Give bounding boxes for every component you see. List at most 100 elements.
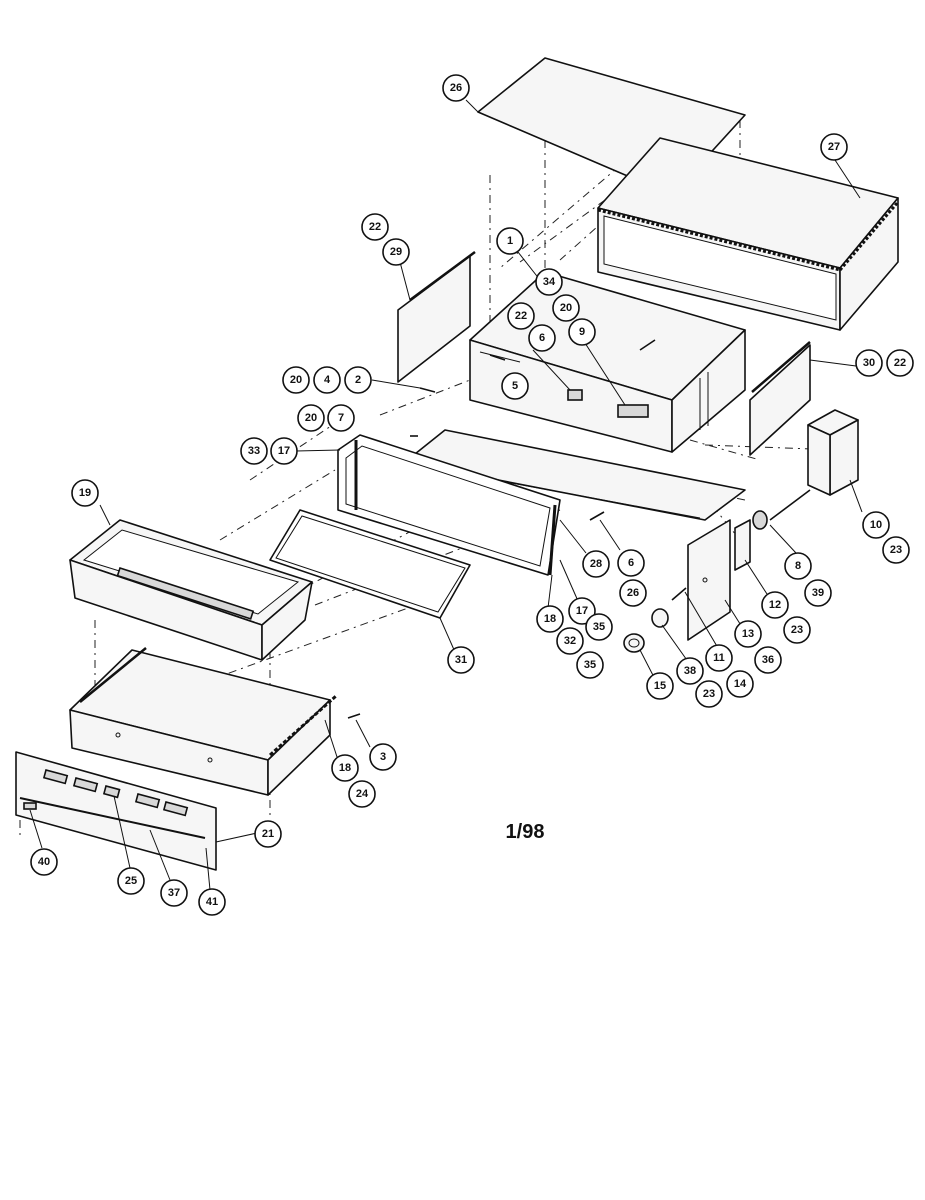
svg-text:26: 26 <box>450 82 462 94</box>
leader-lines <box>29 99 863 891</box>
callout-11: 11 <box>705 644 733 672</box>
callout-21: 21 <box>254 820 282 848</box>
callout-26: 26 <box>619 579 647 607</box>
callout-40: 40 <box>30 848 58 876</box>
callout-29: 29 <box>382 238 410 266</box>
callout-38: 38 <box>676 657 704 685</box>
callout-20: 20 <box>282 366 310 394</box>
svg-text:35: 35 <box>584 659 596 671</box>
svg-text:18: 18 <box>544 613 556 625</box>
callout-6: 6 <box>617 549 645 577</box>
callout-7: 7 <box>327 404 355 432</box>
callout-35: 35 <box>585 613 613 641</box>
inner-chassis-box <box>469 271 746 453</box>
callout-5: 5 <box>501 372 529 400</box>
callout-13: 13 <box>734 620 762 648</box>
callout-22: 22 <box>361 213 389 241</box>
callout-32: 32 <box>556 627 584 655</box>
callout-36: 36 <box>754 646 782 674</box>
callout-2: 2 <box>344 366 372 394</box>
svg-text:20: 20 <box>305 412 317 424</box>
svg-text:12: 12 <box>769 599 781 611</box>
callout-25: 25 <box>117 867 145 895</box>
svg-text:38: 38 <box>684 665 696 677</box>
svg-text:21: 21 <box>262 828 274 840</box>
front-bracket <box>687 519 751 641</box>
callout-20: 20 <box>297 404 325 432</box>
callout-20: 20 <box>552 294 580 322</box>
callout-27: 27 <box>820 133 848 161</box>
svg-text:6: 6 <box>628 557 634 569</box>
svg-text:15: 15 <box>654 680 666 692</box>
svg-text:23: 23 <box>703 688 715 700</box>
callout-6: 6 <box>528 324 556 352</box>
callout-22: 22 <box>507 302 535 330</box>
svg-text:14: 14 <box>734 678 747 690</box>
callout-17: 17 <box>270 437 298 465</box>
drawer-body <box>69 647 337 796</box>
svg-text:3: 3 <box>380 751 386 763</box>
svg-text:37: 37 <box>168 887 180 899</box>
drawer-pan <box>69 519 313 661</box>
callout-22: 22 <box>886 349 914 377</box>
drawer-front-panel <box>15 751 217 871</box>
callout-34: 34 <box>535 268 563 296</box>
callout-23: 23 <box>695 680 723 708</box>
svg-text:29: 29 <box>390 246 402 258</box>
callout-37: 37 <box>160 879 188 907</box>
callout-31: 31 <box>447 646 475 674</box>
callout-4: 4 <box>313 366 341 394</box>
callout-bubbles: 26 27 22 29 1 34 20 22 6 9 20 4 2 5 30 2… <box>30 74 914 916</box>
svg-text:34: 34 <box>543 276 556 288</box>
svg-text:7: 7 <box>338 412 344 424</box>
svg-text:4: 4 <box>324 374 331 386</box>
hardware-items <box>347 339 811 719</box>
svg-text:17: 17 <box>576 605 588 617</box>
callout-9: 9 <box>568 318 596 346</box>
callout-17: 17 <box>568 597 596 625</box>
rear-bracket <box>807 409 859 496</box>
svg-text:23: 23 <box>791 624 803 636</box>
callout-39: 39 <box>804 579 832 607</box>
svg-text:25: 25 <box>125 875 137 887</box>
svg-text:13: 13 <box>742 628 754 640</box>
left-side-panel <box>397 250 476 383</box>
callout-12: 12 <box>761 591 789 619</box>
callout-18: 18 <box>536 605 564 633</box>
callout-1: 1 <box>496 227 524 255</box>
svg-text:26: 26 <box>627 587 639 599</box>
callout-14: 14 <box>726 670 754 698</box>
svg-text:2: 2 <box>355 374 361 386</box>
callout-10: 10 <box>862 511 890 539</box>
svg-text:1: 1 <box>507 235 513 247</box>
date-code: 1/98 <box>506 821 545 843</box>
callout-41: 41 <box>198 888 226 916</box>
svg-text:39: 39 <box>812 587 824 599</box>
callout-23: 23 <box>882 536 910 564</box>
svg-text:9: 9 <box>579 326 585 338</box>
svg-text:22: 22 <box>515 310 527 322</box>
svg-text:8: 8 <box>795 560 801 572</box>
outer-cabinet-sleeve <box>597 137 900 331</box>
callout-8: 8 <box>784 552 812 580</box>
svg-text:41: 41 <box>206 896 218 908</box>
callout-18: 18 <box>331 754 359 782</box>
svg-text:36: 36 <box>762 654 774 666</box>
front-glass-panel <box>269 509 471 619</box>
callout-35: 35 <box>576 651 604 679</box>
callout-28: 28 <box>582 550 610 578</box>
svg-text:18: 18 <box>339 762 351 774</box>
callout-15: 15 <box>646 672 674 700</box>
svg-text:27: 27 <box>828 141 840 153</box>
callout-30: 30 <box>855 349 883 377</box>
callout-23: 23 <box>783 616 811 644</box>
svg-text:20: 20 <box>290 374 302 386</box>
svg-text:28: 28 <box>590 558 602 570</box>
svg-text:20: 20 <box>560 302 572 314</box>
callout-26: 26 <box>442 74 470 102</box>
callout-3: 3 <box>369 743 397 771</box>
svg-text:30: 30 <box>863 357 875 369</box>
right-side-panel <box>749 341 811 456</box>
svg-text:6: 6 <box>539 332 545 344</box>
